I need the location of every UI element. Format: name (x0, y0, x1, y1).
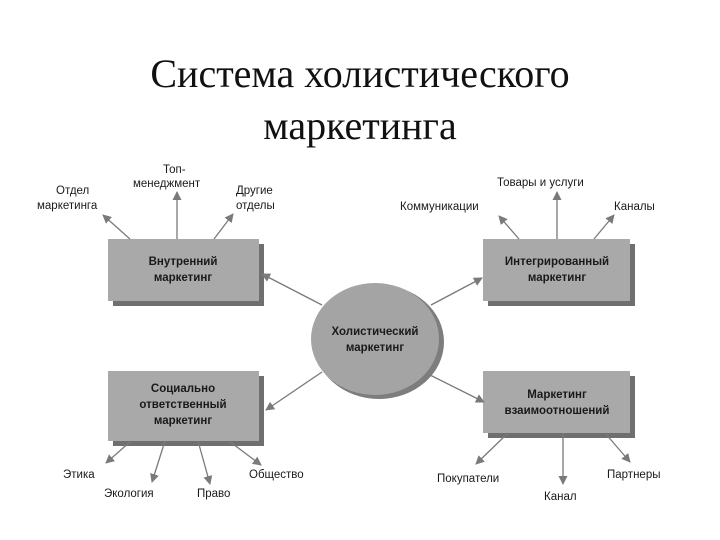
arrow-to-other-depts (213, 213, 234, 240)
center-circle (311, 283, 439, 395)
box-integrated-marketing: Интегрированный маркетинг (483, 239, 635, 306)
box-internal-line1: Внутренний (149, 256, 218, 268)
box-face (108, 371, 259, 441)
box-social-line3: маркетинг (154, 415, 212, 427)
box-social-line1: Социально (151, 383, 215, 395)
label-channels: Каналы (614, 201, 655, 213)
label-channel: Канал (544, 491, 577, 503)
label-society: Общество (249, 469, 304, 481)
box-social-marketing: Социально ответственный маркетинг (108, 371, 264, 446)
slide-title-line1: Система холистического (150, 51, 570, 96)
box-social-line2: ответственный (139, 399, 226, 411)
arrow-to-ecology (150, 440, 166, 483)
slide-title: Система холистического маркетинга (0, 48, 720, 152)
box-internal-marketing: Внутренний маркетинг (108, 239, 264, 306)
label-other-depts-line1: Другие (236, 185, 273, 197)
center-line1: Холистический (332, 326, 419, 338)
box-integrated-line1: Интегрированный (505, 256, 609, 268)
box-relationship-marketing: Маркетинг взаимоотношений (483, 371, 635, 438)
label-law: Право (197, 488, 230, 500)
box-relationship-line2: взаимоотношений (505, 405, 610, 417)
label-top-management-line1: Топ- (163, 164, 186, 176)
label-other-depts-line2: отделы (236, 200, 275, 212)
arrow-to-society (228, 440, 262, 466)
label-marketing-dept-line2: маркетинга (37, 200, 98, 212)
slide-title-line2: маркетинга (263, 103, 457, 148)
box-integrated-line2: маркетинг (528, 272, 586, 284)
center-line2: маркетинг (346, 342, 404, 354)
label-partners: Партнеры (607, 469, 660, 481)
arrow-to-ethics (105, 440, 132, 464)
box-relationship-line1: Маркетинг (527, 389, 587, 401)
label-marketing-dept-line1: Отдел (56, 185, 89, 197)
box-face (108, 239, 259, 301)
arrow-to-communications (498, 215, 520, 240)
arrow-to-channels (593, 214, 615, 240)
box-face (483, 371, 630, 433)
label-top-management-line2: менеджмент (133, 178, 201, 190)
arrow-to-buyers (475, 432, 509, 465)
arrow-center-to-internal (261, 273, 323, 306)
box-internal-line2: маркетинг (154, 272, 212, 284)
label-buyers: Покупатели (437, 473, 499, 485)
center-holistic-marketing: Холистический маркетинг (311, 283, 444, 399)
box-face (483, 239, 630, 301)
label-communications: Коммуникации (400, 201, 479, 213)
arrow-center-to-relationship (429, 374, 485, 403)
arrow-to-marketing-dept (102, 214, 131, 240)
label-ecology: Экология (104, 488, 154, 500)
label-goods-services: Товары и услуги (497, 177, 584, 189)
label-ethics: Этика (63, 469, 95, 481)
arrow-to-law (197, 440, 213, 485)
arrow-center-to-social (265, 371, 323, 411)
arrow-center-to-integrated (430, 277, 483, 306)
arrow-to-partners (604, 432, 631, 463)
